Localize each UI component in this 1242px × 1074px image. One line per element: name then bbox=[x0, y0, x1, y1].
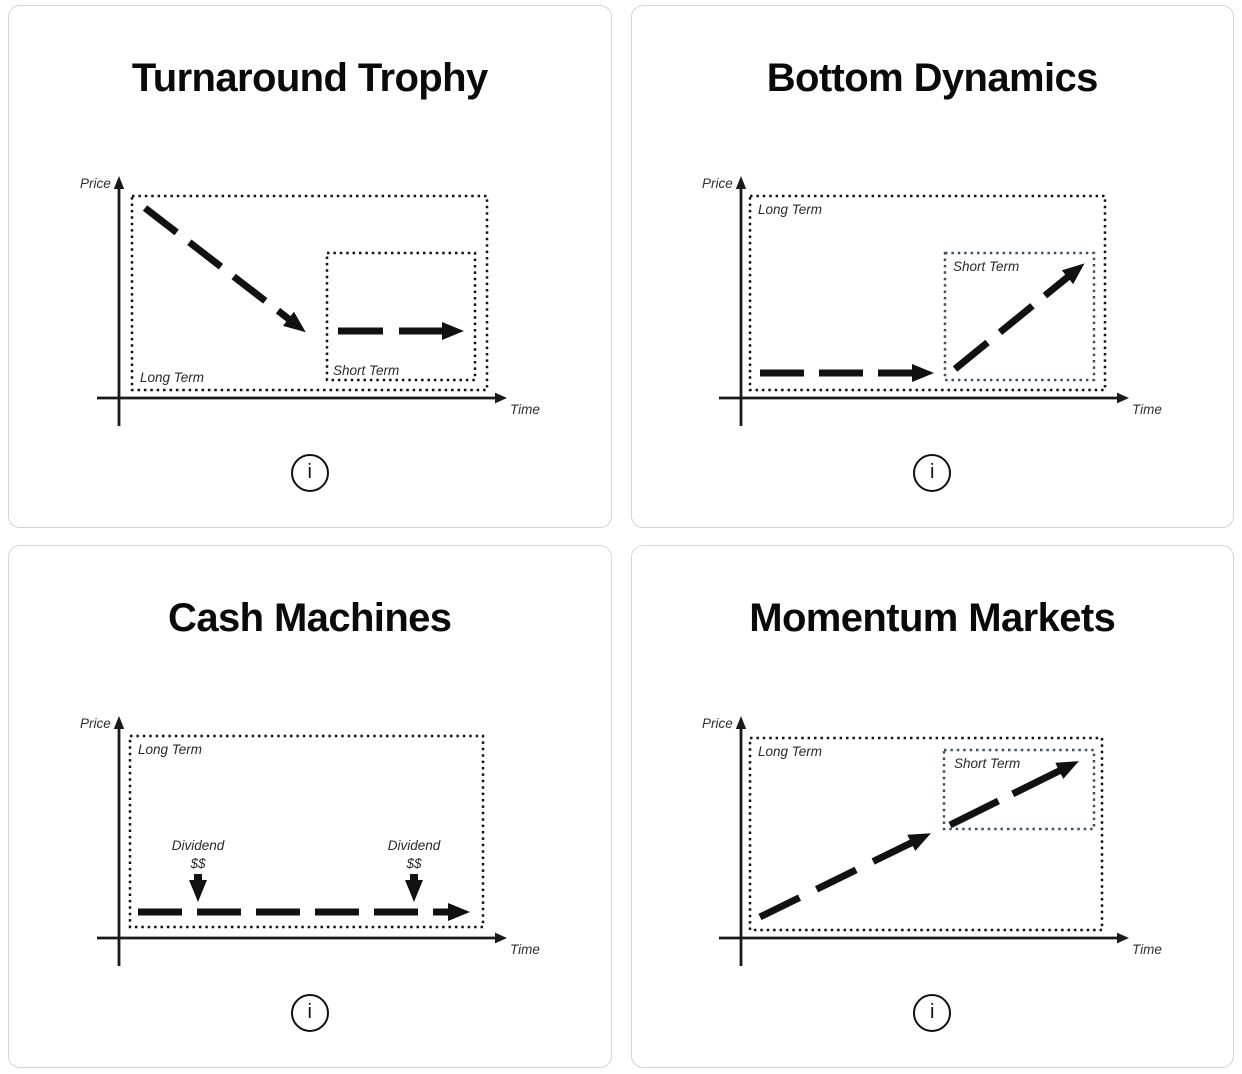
info-icon: i bbox=[307, 461, 312, 483]
short-term-box bbox=[944, 251, 1096, 382]
short-term-rising-arrow bbox=[948, 761, 1080, 829]
long-term-label: Long Term bbox=[758, 744, 822, 759]
price-time-chart: Price Time Long Term Short Term bbox=[80, 176, 540, 426]
card-title: Momentum Markets bbox=[749, 596, 1116, 640]
short-term-label: Short Term bbox=[954, 756, 1020, 771]
price-time-chart: Price Time Long Term Short Term bbox=[702, 716, 1162, 966]
card-cash-machines: Cash Machines Price Time Long Term Divid… bbox=[8, 545, 612, 1068]
y-axis-label: Price bbox=[80, 176, 111, 191]
long-term-declining-arrow bbox=[142, 205, 306, 333]
info-icon: i bbox=[930, 461, 935, 483]
info-icon: i bbox=[307, 1001, 312, 1023]
long-term-label: Long Term bbox=[758, 202, 822, 217]
info-icon: i bbox=[930, 1001, 935, 1023]
info-button[interactable]: i bbox=[290, 994, 329, 1032]
long-term-box bbox=[749, 736, 1104, 932]
long-term-label: Long Term bbox=[138, 742, 202, 757]
x-axis-arrowhead-icon bbox=[1117, 932, 1130, 944]
long-term-label: Long Term bbox=[140, 370, 204, 385]
x-axis-arrowhead-icon bbox=[494, 392, 507, 404]
price-time-chart: Price Time Long Term Dividend $$ Dividen… bbox=[80, 716, 540, 966]
short-term-label: Short Term bbox=[333, 363, 399, 378]
short-term-label: Short Term bbox=[953, 259, 1019, 274]
card-title: Cash Machines bbox=[168, 596, 452, 640]
card-title: Turnaround Trophy bbox=[131, 56, 488, 100]
dividend-label: Dividend bbox=[387, 838, 440, 853]
x-axis-label: Time bbox=[1132, 402, 1162, 417]
card-momentum-markets: Momentum Markets Price Time Long Term Sh… bbox=[630, 545, 1234, 1068]
x-axis-label: Time bbox=[510, 402, 540, 417]
short-term-rising-arrow bbox=[953, 263, 1085, 372]
y-axis-label: Price bbox=[702, 176, 733, 191]
y-axis-arrowhead-icon bbox=[113, 716, 124, 729]
x-axis-label: Time bbox=[510, 942, 540, 957]
info-button[interactable]: i bbox=[290, 454, 329, 492]
info-button[interactable]: i bbox=[913, 454, 952, 492]
info-button[interactable]: i bbox=[913, 994, 952, 1032]
long-term-box bbox=[130, 194, 488, 392]
x-axis-label: Time bbox=[1132, 942, 1162, 957]
dividend-label: Dividend bbox=[171, 838, 224, 853]
card-turnaround-trophy: Turnaround Trophy Price Time Long Term S… bbox=[8, 5, 612, 528]
dividend-amount: $$ bbox=[189, 856, 206, 871]
x-axis-arrowhead-icon bbox=[1117, 392, 1130, 404]
price-time-chart: Price Time Long Term Short Term bbox=[702, 176, 1162, 426]
x-axis-arrowhead-icon bbox=[494, 932, 507, 944]
short-term-box bbox=[325, 251, 476, 382]
y-axis-label: Price bbox=[702, 716, 733, 731]
y-axis-arrowhead-icon bbox=[113, 176, 124, 189]
dividend-amount: $$ bbox=[405, 856, 422, 871]
long-term-box bbox=[128, 734, 484, 929]
y-axis-arrowhead-icon bbox=[736, 716, 747, 729]
card-grid: Turnaround Trophy Price Time Long Term S… bbox=[8, 5, 1234, 1068]
card-bottom-dynamics: Bottom Dynamics Price Time Long Term Sho… bbox=[630, 5, 1234, 528]
short-term-box bbox=[943, 748, 1096, 831]
y-axis-label: Price bbox=[80, 716, 111, 731]
card-title: Bottom Dynamics bbox=[766, 56, 1099, 100]
long-term-rising-arrow bbox=[758, 833, 932, 921]
y-axis-arrowhead-icon bbox=[736, 176, 747, 189]
